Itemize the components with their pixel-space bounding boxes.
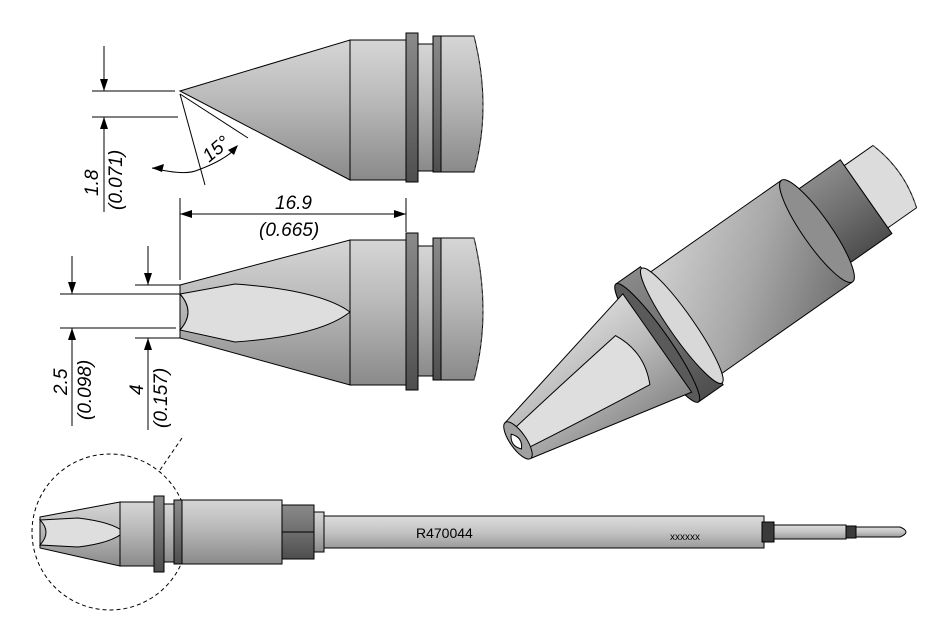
width-mm-label: 4 xyxy=(127,384,148,395)
thickness-in-label: (0.071) xyxy=(106,150,127,210)
angle-dimension xyxy=(151,93,249,186)
depth-mm-label: 2.5 xyxy=(51,368,72,396)
depth-width-dimension xyxy=(60,246,180,430)
length-in-label: (0.665) xyxy=(259,220,319,241)
angle-label: 15° xyxy=(199,132,235,167)
length-mm-label: 16.9 xyxy=(275,193,312,214)
isometric-view xyxy=(503,144,918,460)
full-length-view xyxy=(31,437,907,611)
width-in-label: (0.157) xyxy=(151,368,172,428)
part-number-label: R470044 xyxy=(416,525,473,541)
thickness-mm-label: 1.8 xyxy=(82,169,103,196)
top-view xyxy=(179,232,484,391)
part-code-label: xxxxxx xyxy=(670,532,700,543)
side-view xyxy=(178,32,484,183)
thickness-dimension xyxy=(92,46,178,212)
depth-in-label: (0.098) xyxy=(75,360,96,420)
length-dimension xyxy=(179,198,407,280)
